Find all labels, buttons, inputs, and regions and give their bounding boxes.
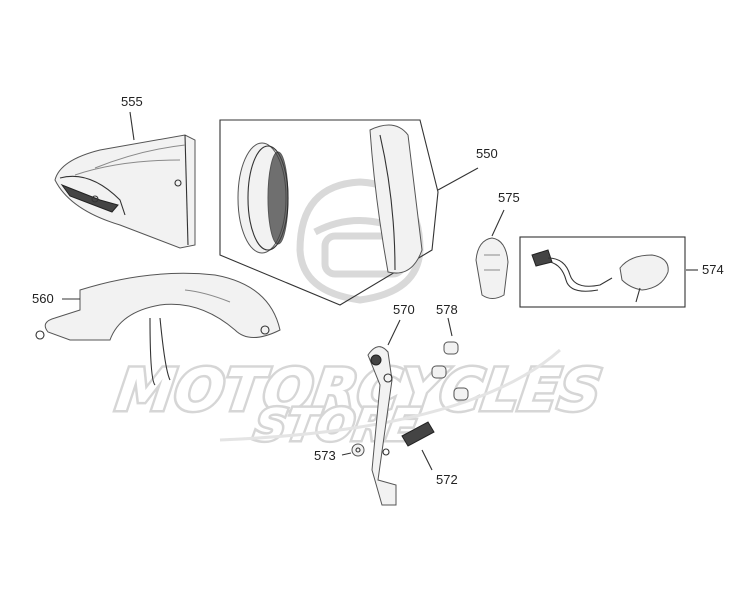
- label-573: 573: [314, 448, 336, 463]
- spacer-set: [431, 317, 469, 401]
- label-578: 578: [436, 302, 458, 317]
- reflector: [401, 421, 435, 471]
- part-labels: 555 550 575 574 560 570 578 573 572: [32, 94, 724, 487]
- label-574: 574: [702, 262, 724, 277]
- watermark: MOTORCYCLES STORE: [110, 178, 608, 453]
- plate-bracket: [367, 319, 401, 506]
- label-555: 555: [121, 94, 143, 109]
- watermark-swoosh: [219, 348, 561, 442]
- washer: [341, 443, 365, 457]
- label-560: 560: [32, 291, 54, 306]
- lamp-bracket: [475, 209, 509, 299]
- headlight-nacelle: [54, 111, 196, 249]
- headlight-assembly: [219, 119, 479, 306]
- watermark-line2: STORE: [250, 400, 422, 451]
- label-572: 572: [436, 472, 458, 487]
- indicator-lamp-assembly: [519, 236, 698, 308]
- label-575: 575: [498, 190, 520, 205]
- rear-fender: [35, 272, 281, 386]
- label-550: 550: [476, 146, 498, 161]
- label-570: 570: [393, 302, 415, 317]
- watermark-line1: MOTORCYCLES: [112, 356, 605, 424]
